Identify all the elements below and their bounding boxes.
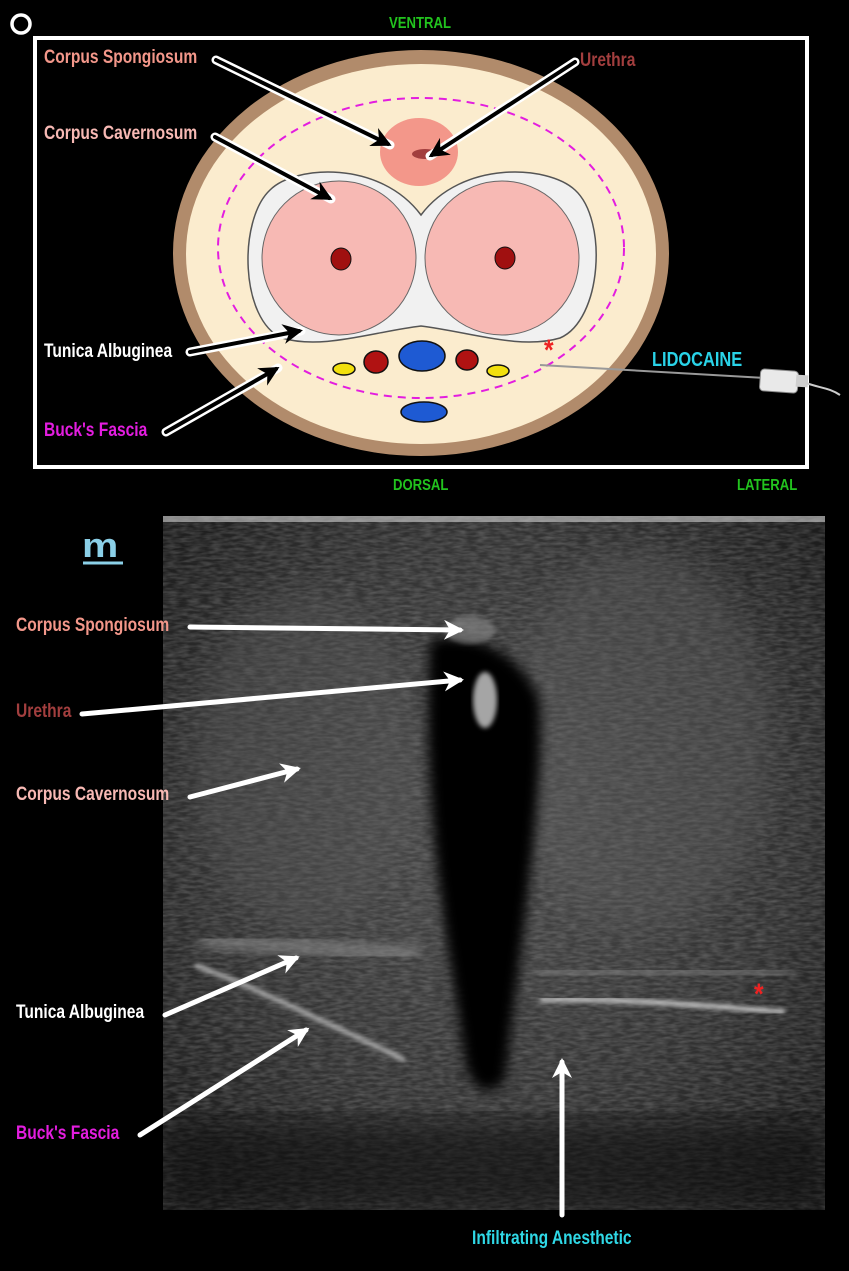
diagram-label-corpus-cavernosum: Corpus Cavernosum <box>44 123 198 144</box>
ultrasound-image <box>163 516 825 1210</box>
orientation-ventral: VENTRAL <box>389 15 451 32</box>
dorsal-artery-right <box>455 349 479 371</box>
us-label-corpus-spongiosum: Corpus Spongiosum <box>16 615 170 636</box>
arrow-cavernosum <box>213 135 333 200</box>
orientation-lateral: LATERAL <box>737 477 798 494</box>
needle-icon <box>539 364 841 396</box>
dorsal-nerve-left <box>332 362 356 376</box>
diagram-label-bucks-fascia: Buck's Fascia <box>44 420 148 441</box>
orientation-dorsal: DORSAL <box>393 477 449 494</box>
diagram-label-tunica-albuginea: Tunica Albuginea <box>44 341 173 362</box>
us-label-bucks-fascia: Buck's Fascia <box>16 1123 120 1144</box>
diagram-label-lidocaine: LIDOCAINE <box>652 349 743 371</box>
us-arrow-tunica <box>162 955 300 1018</box>
dorsal-vein <box>398 340 446 372</box>
us-label-infiltrating-anesthetic: Infiltrating Anesthetic <box>472 1228 632 1249</box>
cross-section <box>173 50 669 456</box>
dorsal-nerve-right <box>486 364 510 378</box>
us-label-tunica-albuginea: Tunica Albuginea <box>16 1002 145 1023</box>
us-label-urethra: Urethra <box>16 701 72 722</box>
dorsal-artery-left <box>363 350 389 374</box>
diagram-label-urethra: Urethra <box>580 50 636 71</box>
bucks-fascia-line <box>217 97 625 399</box>
us-arrow-cavernosum <box>187 763 301 800</box>
ultrasound-arrows <box>79 619 572 1218</box>
artery-right <box>494 246 516 270</box>
diagram-label-corpus-spongiosum: Corpus Spongiosum <box>44 47 198 68</box>
diagram-asterisk: * <box>544 334 554 367</box>
us-asterisk: * <box>754 978 764 1011</box>
us-arrow-spongiosum <box>187 619 464 640</box>
arrow-tunica <box>188 324 303 354</box>
circle-icon <box>10 13 32 35</box>
logo-icon <box>83 561 123 565</box>
diagram-arrows-core <box>164 58 577 434</box>
us-arrow-urethra <box>79 671 464 717</box>
arrow-spongiosum <box>214 58 392 146</box>
arrow-urethra <box>428 60 577 158</box>
arrow-bucks <box>164 367 280 434</box>
us-label-corpus-cavernosum: Corpus Cavernosum <box>16 784 170 805</box>
logo-text: m <box>82 527 119 565</box>
superficial-vein <box>400 401 448 423</box>
artery-left <box>330 247 352 271</box>
us-arrow-bucks <box>137 1027 310 1138</box>
